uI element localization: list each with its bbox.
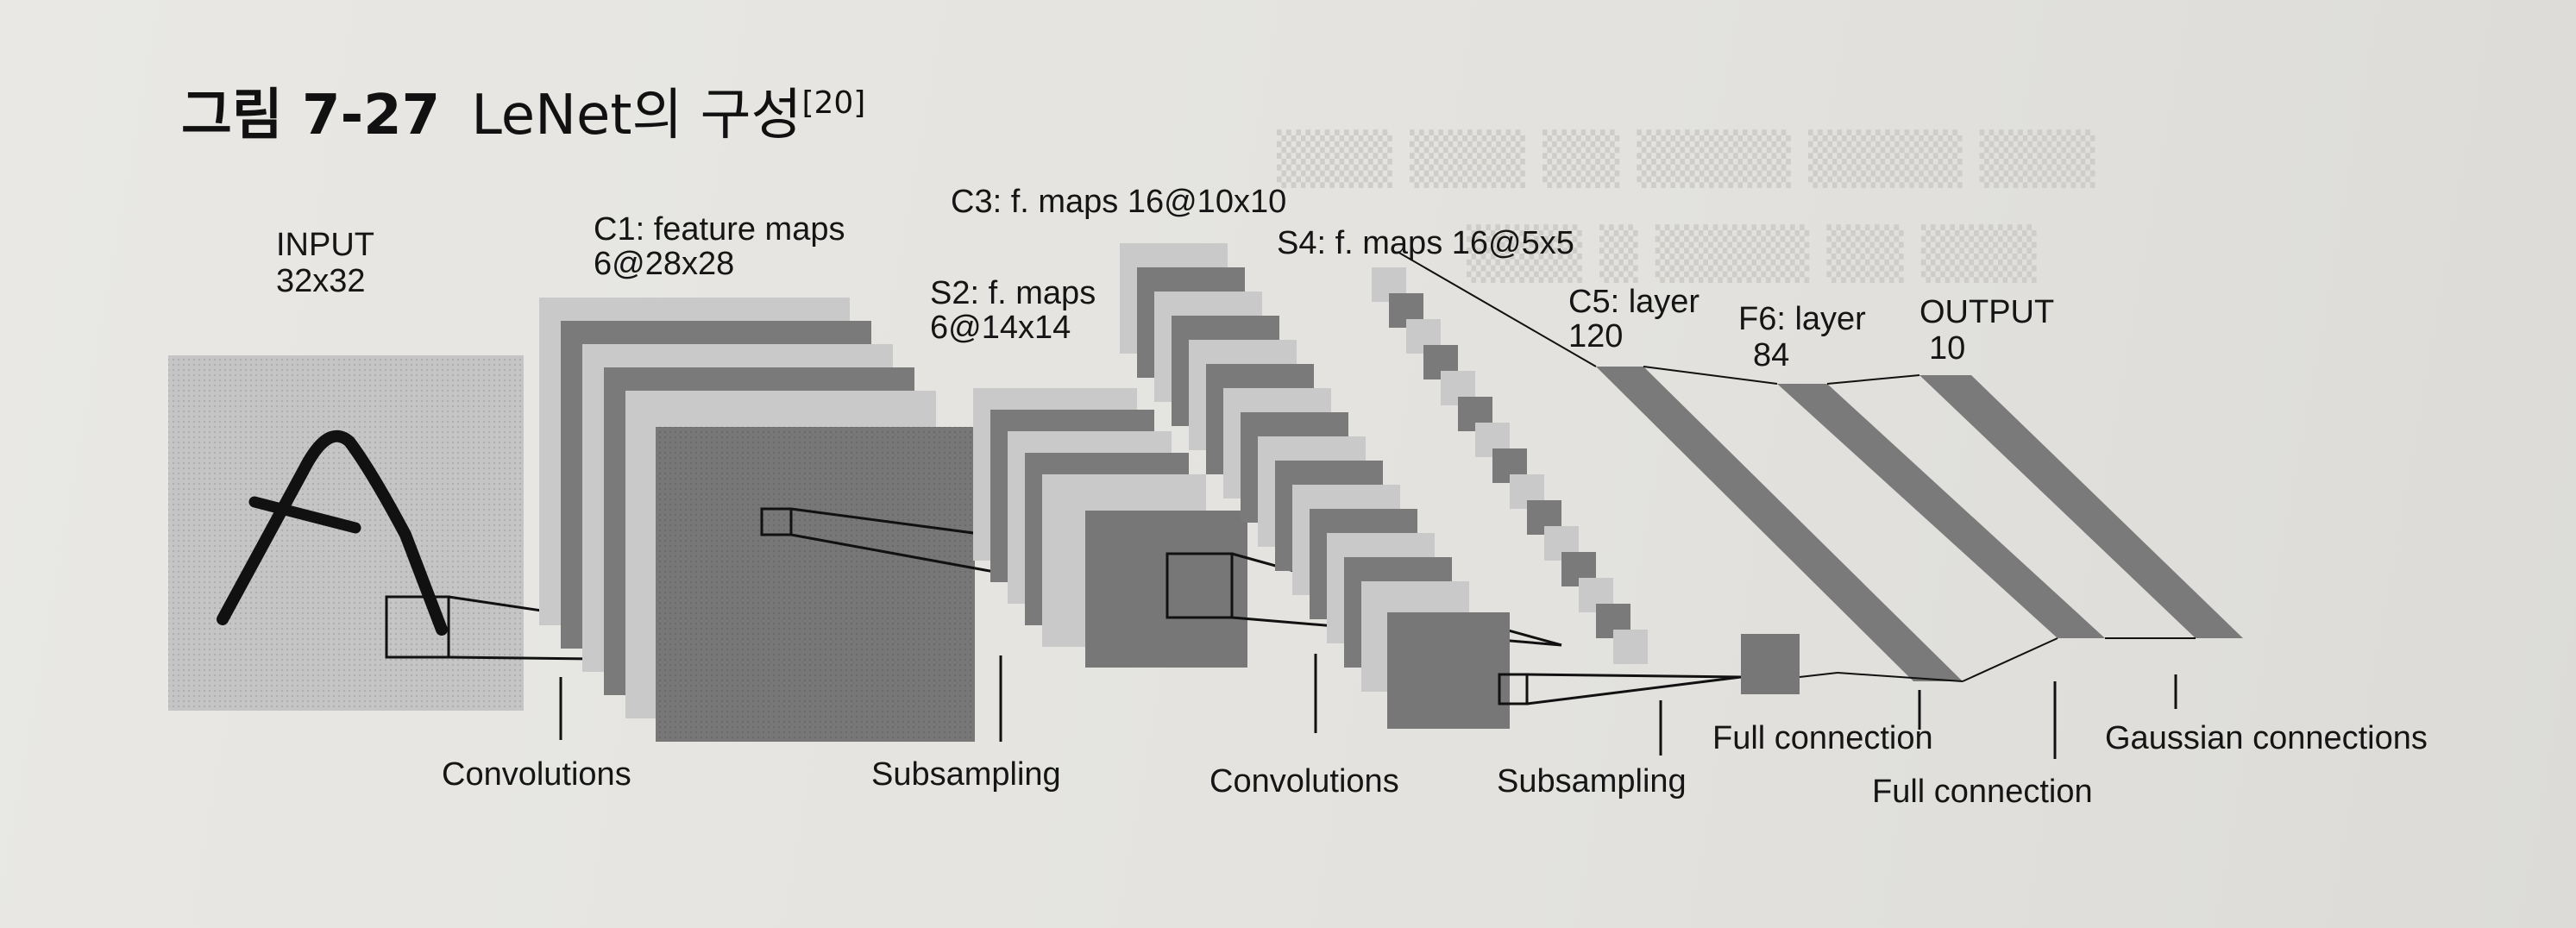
operation-ticks (559, 654, 2177, 759)
c1-feature-maps (539, 298, 1170, 742)
input-layer (168, 355, 889, 711)
feature-map (1613, 630, 1648, 664)
figure-number: 그림 7-27 (181, 84, 441, 147)
receptive-field-box (385, 595, 450, 659)
bleed-through-text: ▒▒▒ ▒▒▒ ▒▒ ▒▒▒▒ ▒▒▒▒ ▒▒▒ (1277, 129, 2095, 188)
c3-label: C3: f. maps 16@10x10 (951, 184, 1286, 220)
output-size-label: 10 (1929, 330, 1965, 367)
c1-label: C1: feature maps (594, 211, 845, 248)
receptive-field-box (760, 507, 793, 536)
c1-size-label: 6@28x28 (594, 246, 734, 282)
op-gaussian-connections: Gaussian connections (2105, 720, 2428, 756)
letter-a-glyph (217, 430, 448, 636)
f6-layer-stripe (1777, 384, 2105, 638)
input-size-label: 32x32 (276, 263, 366, 299)
op-subsampling-2: Subsampling (1497, 763, 1687, 799)
s2-size-label: 6@14x14 (930, 310, 1071, 346)
receptive-field-box (1498, 673, 1529, 705)
op-subsampling-1: Subsampling (871, 756, 1061, 793)
s2-label: S2: f. maps (930, 275, 1096, 311)
f6-size-label: 84 (1753, 337, 1789, 373)
f6-label: F6: layer (1738, 301, 1866, 337)
figure-caption: LeNet의 구성 (471, 84, 802, 147)
figure-title: 그림 7-27 LeNet의 구성[20] (181, 71, 865, 150)
feature-map (1741, 634, 1800, 694)
output-layer-stripe (1919, 375, 2243, 638)
c5-size-label: 120 (1568, 318, 1623, 354)
bleed-through-text: ▒▒▒ ▒ ▒▒▒▒ ▒▒ ▒▒▒ (1467, 224, 2037, 283)
s4-feature-maps (1372, 267, 1838, 694)
c5-layer-stripe (1596, 367, 1963, 681)
op-full-connection-2: Full connection (1872, 774, 2093, 810)
s4-label: S4: f. maps 16@5x5 (1277, 225, 1574, 261)
output-label: OUTPUT (1919, 294, 2054, 330)
c3-feature-maps (1120, 243, 1742, 729)
receptive-field-box (1165, 552, 1234, 619)
op-convolutions-2: Convolutions (1209, 763, 1399, 799)
op-full-connection-1: Full connection (1712, 720, 1933, 756)
op-convolutions-1: Convolutions (442, 756, 631, 793)
fully-connected-layers (1397, 251, 2243, 682)
c5-label: C5: layer (1568, 284, 1700, 320)
input-label: INPUT (276, 227, 374, 263)
figure-reference: [20] (801, 85, 866, 121)
feature-map (1387, 612, 1510, 729)
